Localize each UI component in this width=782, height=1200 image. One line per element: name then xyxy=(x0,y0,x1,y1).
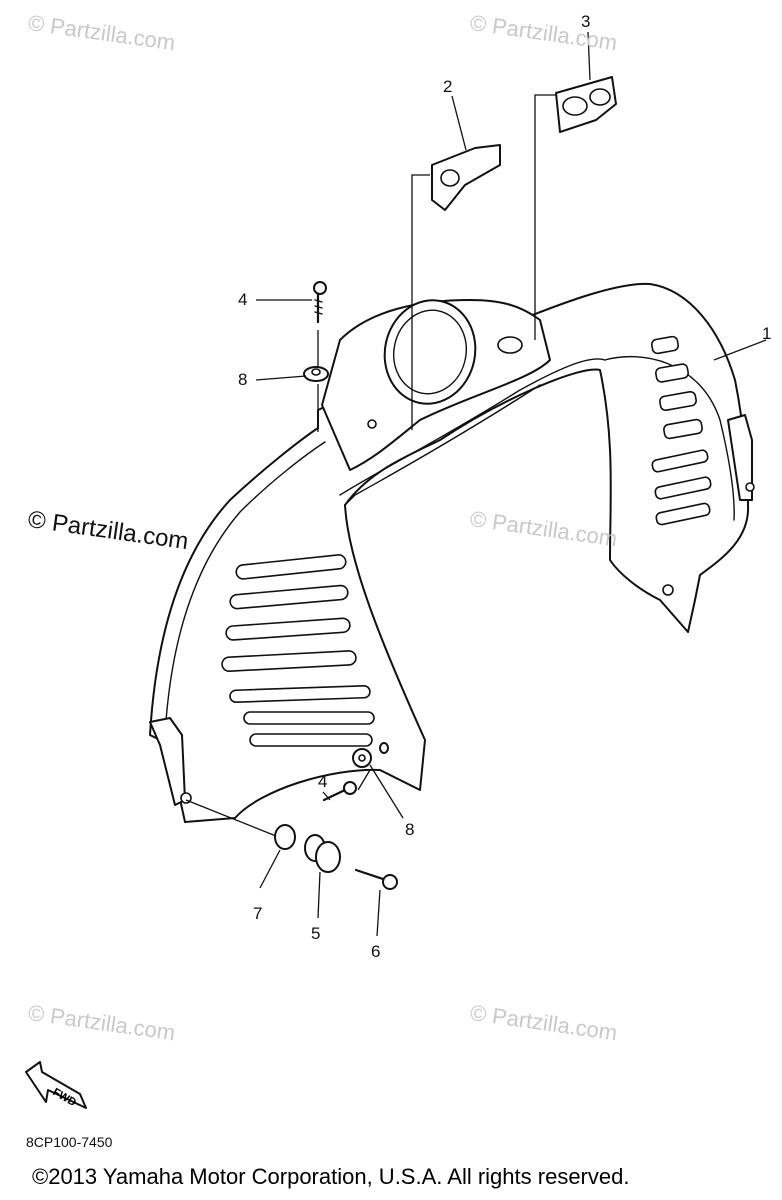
grommet-5 xyxy=(304,834,341,873)
bolt-6 xyxy=(354,868,398,890)
front-cowling-panel xyxy=(149,282,755,823)
bracket-part-2 xyxy=(431,144,501,211)
fastener-screw-4-lower xyxy=(322,781,357,802)
assembly-guide-lines xyxy=(185,94,556,837)
callout-4-top: 4 xyxy=(238,290,248,309)
copyright-notice: ©2013 Yamaha Motor Corporation, U.S.A. A… xyxy=(32,1164,630,1189)
meter-housing xyxy=(321,299,551,471)
callout-8-lower: 8 xyxy=(405,820,415,839)
callout-7: 7 xyxy=(253,904,263,923)
callout-6: 6 xyxy=(371,942,381,961)
callout-4-lower: 4 xyxy=(318,772,328,791)
diagram-code: 8CP100-7450 xyxy=(26,1134,113,1150)
plate-part-3 xyxy=(555,76,617,133)
forward-arrow-icon: FWD xyxy=(25,1061,87,1109)
callout-1: 1 xyxy=(762,324,772,343)
callout-8-top: 8 xyxy=(238,370,248,389)
callout-leaders xyxy=(255,31,767,937)
fastener-screw-4-top xyxy=(313,281,327,324)
callout-5: 5 xyxy=(311,924,321,943)
washer-8-lower xyxy=(352,742,389,768)
collar-7 xyxy=(274,824,296,850)
callout-3: 3 xyxy=(581,12,591,31)
washer-8-top xyxy=(303,366,329,382)
callout-2: 2 xyxy=(443,77,453,96)
